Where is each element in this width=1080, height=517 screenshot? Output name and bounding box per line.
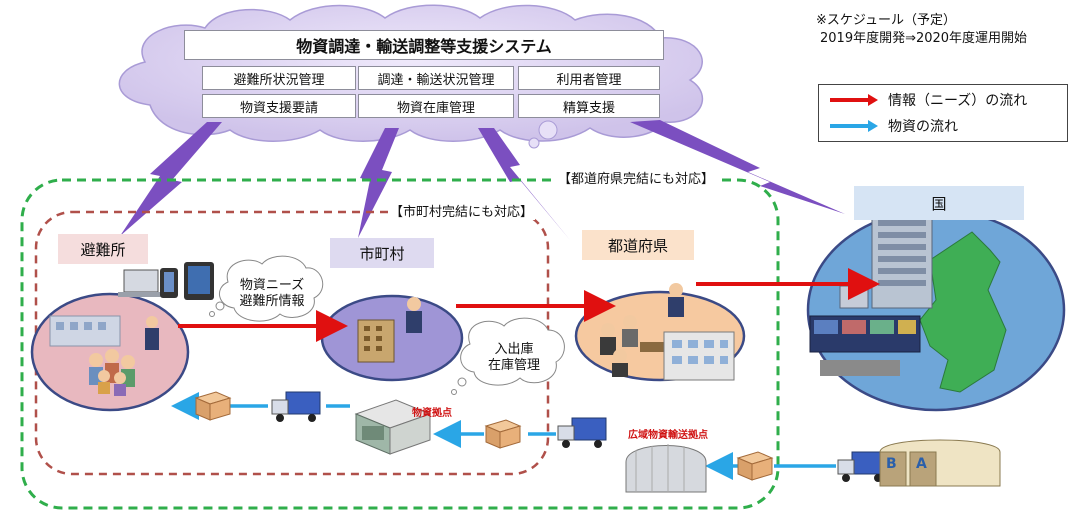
module-inventory: 物資在庫管理	[358, 94, 514, 118]
needs-line-2: 避難所情報	[239, 294, 305, 309]
needs-bubble-text: 物資ニーズ 避難所情報	[228, 278, 316, 310]
schedule-line-1: ※スケジュール（予定）	[816, 13, 956, 28]
prefecture-scope-label: 【都道府県完結にも対応】	[556, 168, 717, 187]
legend-info-flow: 情報（ニーズ）の流れ	[828, 90, 1027, 110]
shelter-label: 避難所	[58, 234, 148, 264]
red-arrow-icon	[830, 94, 878, 106]
legend-goods-flow: 物資の流れ	[828, 116, 958, 136]
prefecture-boundary	[20, 178, 780, 510]
needs-line-1: 物資ニーズ	[239, 278, 305, 293]
shelter-people-icon	[49, 315, 159, 396]
stock-line-2: 在庫管理	[487, 358, 540, 373]
truck-icon	[271, 391, 321, 422]
municipality-building-icon	[357, 297, 422, 363]
warehouse-letter-a: A	[916, 456, 927, 472]
prefecture-label: 都道府県	[582, 230, 694, 260]
truck-icon	[837, 451, 887, 482]
prefecture-meeting-icon	[600, 283, 735, 381]
municipality-scope-label: 【市町村完結にも対応】	[388, 201, 536, 220]
municipality-label: 市町村	[330, 238, 434, 268]
nation-label: 国	[854, 186, 1024, 220]
module-settlement: 精算支援	[518, 94, 660, 118]
blue-arrow-icon	[830, 120, 878, 132]
schedule-line-2: 2019年度開発⇒2020年度運用開始	[820, 31, 1028, 46]
needs-bubble	[209, 255, 324, 322]
system-title: 物資調達・輸送調整等支援システム	[184, 30, 664, 60]
module-shelter-status: 避難所状況管理	[202, 66, 356, 90]
wide-hub-warehouse-icon	[625, 444, 707, 493]
legend-goods-label: 物資の流れ	[888, 119, 958, 135]
devices-icon	[118, 262, 214, 300]
truck-icon	[557, 417, 607, 448]
national-warehouse-icon	[879, 439, 1001, 487]
module-procurement-transport: 調達・輸送状況管理	[358, 66, 514, 90]
warehouse-letter-b: B	[886, 456, 897, 472]
module-supply-request: 物資支援要請	[202, 94, 356, 118]
cargo-box-icon	[484, 419, 522, 449]
nation-scene-icon	[809, 211, 1007, 393]
stock-bubble-text: 入出庫 在庫管理	[470, 342, 558, 374]
cargo-box-icon	[736, 451, 774, 481]
module-user-management: 利用者管理	[518, 66, 660, 90]
stock-bubble	[451, 317, 565, 395]
legend-info-label: 情報（ニーズ）の流れ	[888, 93, 1028, 109]
cargo-box-icon	[194, 391, 232, 421]
wide-hub-label: 広域物資輸送拠点	[628, 430, 708, 441]
stock-line-1: 入出庫	[494, 342, 534, 357]
local-hub-label: 物資拠点	[412, 408, 452, 419]
schedule-note: ※スケジュール（予定） 2019年度開発⇒2020年度運用開始	[816, 12, 1027, 48]
legend-box	[818, 84, 1068, 142]
local-hub-warehouse-icon	[354, 399, 432, 455]
